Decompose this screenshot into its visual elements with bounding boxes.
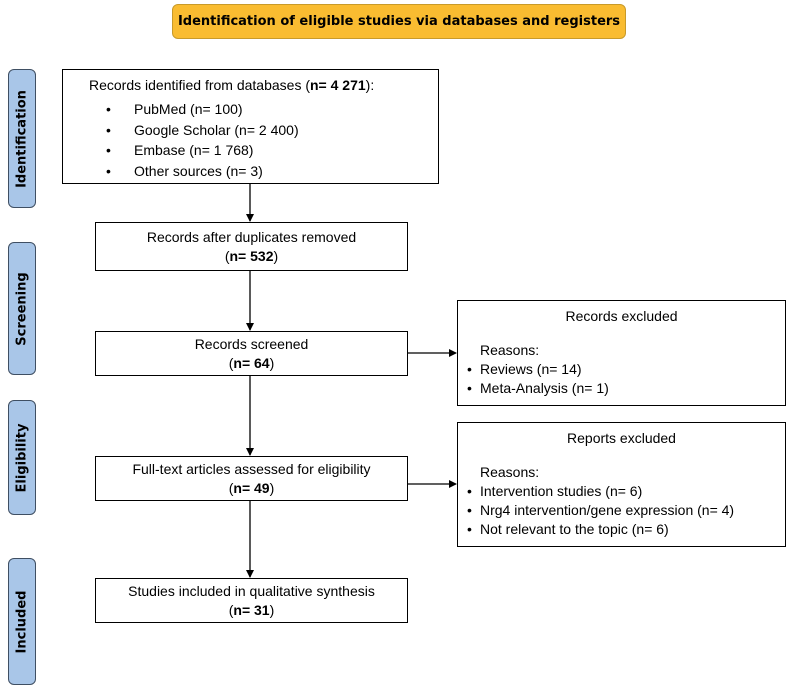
records-identified-heading: Records identified from databases (n= 4 …: [89, 77, 375, 93]
source-list: PubMed (n= 100) Google Scholar (n= 2 400…: [89, 99, 438, 181]
records-identified-count: n= 4 271: [310, 77, 366, 93]
fulltext-assessed-label: Full-text articles assessed for eligibil…: [132, 461, 371, 477]
records-excluded-title: Records excluded: [565, 308, 678, 324]
duplicates-removed-count: n= 532: [229, 248, 274, 264]
header-title: Identification of eligible studies via d…: [177, 14, 621, 29]
reports-excluded-title: Reports excluded: [567, 430, 676, 446]
records-excluded-box: Records excluded Reasons: Reviews (n= 14…: [457, 300, 786, 406]
duplicates-removed-box: Records after duplicates removed (n= 532…: [95, 222, 408, 271]
records-screened-count: n= 64: [233, 355, 270, 371]
list-item: Google Scholar (n= 2 400): [89, 120, 438, 141]
stage-eligibility: Eligibility: [8, 400, 36, 515]
records-excluded-reasons-label: Reasons:: [480, 342, 540, 358]
records-screened-label: Records screened: [194, 336, 309, 352]
records-identified-box: Records identified from databases (n= 4 …: [62, 69, 439, 184]
studies-included-count: n= 31: [233, 602, 270, 618]
stage-included: Included: [8, 558, 36, 685]
flowchart-header: Identification of eligible studies via d…: [172, 4, 626, 39]
stage-screening: Screening: [8, 242, 36, 375]
stage-identification: Identification: [8, 69, 36, 208]
list-item: Intervention studies (n= 6): [467, 482, 785, 501]
reports-excluded-reasons-label: Reasons:: [480, 464, 540, 480]
list-item: Nrg4 intervention/gene expression (n= 4): [467, 501, 785, 520]
list-item: Reviews (n= 14): [467, 360, 785, 379]
list-item: Not relevant to the topic (n= 6): [467, 520, 785, 539]
list-item: PubMed (n= 100): [89, 99, 438, 120]
fulltext-assessed-box: Full-text articles assessed for eligibil…: [95, 456, 408, 501]
list-item: Meta-Analysis (n= 1): [467, 379, 785, 398]
studies-included-box: Studies included in qualitative synthesi…: [95, 578, 408, 623]
records-screened-box: Records screened (n= 64): [95, 331, 408, 376]
reports-excluded-box: Reports excluded Reasons: Intervention s…: [457, 422, 786, 547]
fulltext-assessed-count: n= 49: [233, 480, 270, 496]
reports-excluded-reasons: Intervention studies (n= 6) Nrg4 interve…: [467, 482, 785, 539]
list-item: Embase (n= 1 768): [89, 140, 438, 161]
list-item: Other sources (n= 3): [89, 161, 438, 182]
records-excluded-reasons: Reviews (n= 14) Meta-Analysis (n= 1): [467, 360, 785, 398]
duplicates-removed-label: Records after duplicates removed: [146, 229, 357, 245]
studies-included-label: Studies included in qualitative synthesi…: [128, 583, 375, 599]
